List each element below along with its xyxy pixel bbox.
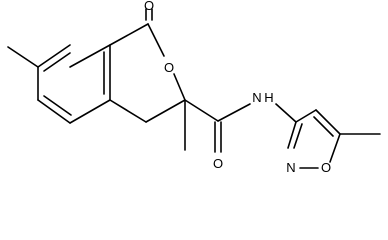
bond-c4-c4a <box>109 99 147 123</box>
bond-c1-o2 <box>147 23 165 57</box>
bond-c3-c4 <box>145 99 186 123</box>
benzene-ring <box>7 44 111 124</box>
bond-c5-c6-inner <box>43 95 72 116</box>
bond-n-c3iso <box>275 103 297 123</box>
atom-isoxazole-nitrogen: N <box>286 160 295 175</box>
bond-c5iso-c4iso <box>315 109 341 135</box>
bond-c3-camide <box>184 99 219 122</box>
bond-oiso-c5iso <box>329 133 341 163</box>
atom-labels: O O O N H N O <box>144 0 331 175</box>
atom-carbonyl-oxygen: O <box>144 0 154 13</box>
bond-c4iso-c3iso <box>295 109 317 123</box>
bond-c7-c8-inner <box>43 52 71 72</box>
bond-c4a-c5 <box>69 99 111 124</box>
bond-c8-c8a <box>69 44 111 68</box>
chemical-structure-canvas: O O O N H N O <box>7 0 381 175</box>
atom-ring-oxygen: O <box>164 60 174 75</box>
molecule-drawing: O O O N H N O <box>7 0 381 175</box>
bond-c5iso-c4iso-inner <box>313 116 334 137</box>
atom-isoxazole-oxygen: O <box>321 160 331 175</box>
atom-amide-nitrogen: N <box>252 90 261 105</box>
bond-c3iso-niso <box>287 121 297 149</box>
bond-c3iso-niso-inner <box>293 123 303 149</box>
carboxamide-group <box>184 99 297 153</box>
bond-c7-c8 <box>37 44 71 68</box>
bond-o2-c3 <box>173 73 186 101</box>
isoxazole-ring <box>287 109 381 169</box>
bond-camide-n <box>217 103 251 122</box>
lactone-ring <box>109 8 186 151</box>
atom-amide-hydrogen: H <box>264 90 273 105</box>
bond-c5-c6 <box>37 99 71 124</box>
atom-amide-oxygen: O <box>213 156 223 171</box>
bond-aryl-methyl <box>7 46 39 68</box>
bond-c8a-c1 <box>109 23 149 46</box>
